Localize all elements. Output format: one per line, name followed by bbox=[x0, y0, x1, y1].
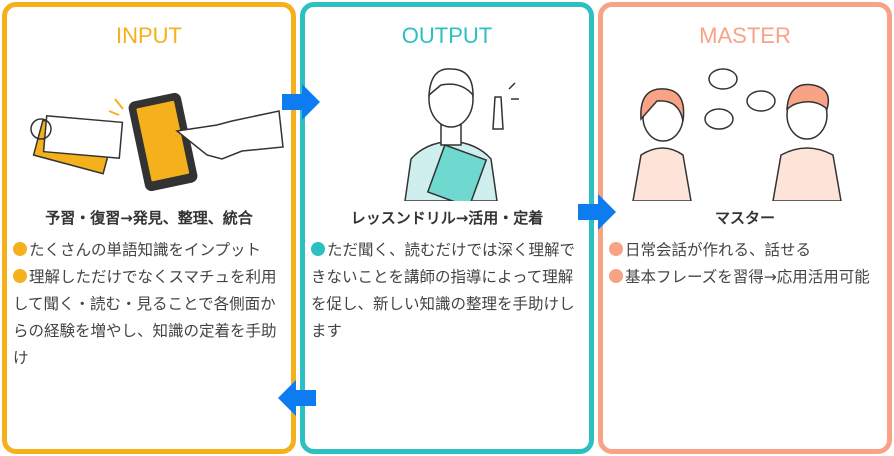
item-text: ただ聞く、読むだけでは深く理解できないことを講師の指導によって理解を促し、新しい… bbox=[311, 241, 576, 340]
bullet-icon bbox=[609, 269, 623, 283]
panel-title: OUTPUT bbox=[401, 23, 493, 48]
arrow-right-icon bbox=[578, 194, 616, 230]
input-panel: INPUT 予習・復習→発見、整理、統合 たくさんの単語知識をインプット 理解し… bbox=[2, 2, 296, 454]
conversation-illustration bbox=[613, 59, 877, 202]
item-text: 理解しただけでなくスマチュを利用して聞く・読む・見ることで各側面からの経験を増や… bbox=[13, 268, 277, 367]
flashcards-smartphone-illustration bbox=[17, 59, 284, 201]
bullet-icon bbox=[609, 242, 623, 256]
panel-subtitle: 予習・復習→発見、整理、統合 bbox=[45, 209, 253, 227]
list-item: たくさんの単語知識をインプット bbox=[13, 237, 283, 264]
list-item: ただ聞く、読むだけでは深く理解できないことを講師の指導によって理解を促し、新しい… bbox=[311, 237, 581, 345]
bullet-icon bbox=[13, 242, 27, 256]
bullet-icon bbox=[13, 269, 27, 283]
item-text: 日常会話が作れる、話せる bbox=[625, 241, 812, 259]
list-item: 基本フレーズを習得→応用活用可能 bbox=[609, 264, 879, 291]
bullet-icon bbox=[311, 242, 325, 256]
panel-title: INPUT bbox=[116, 23, 182, 48]
list-item: 日常会話が作れる、話せる bbox=[609, 237, 879, 264]
output-panel: OUTPUT レッスンドリル→活用・定着 ただ聞く、読むだけでは深く理解できない… bbox=[300, 2, 594, 454]
item-text: 基本フレーズを習得→応用活用可能 bbox=[625, 268, 870, 286]
panel-title: MASTER bbox=[699, 23, 791, 48]
arrow-left-icon bbox=[278, 380, 316, 416]
teacher-illustration bbox=[315, 59, 579, 208]
panel-subtitle: レッスンドリル→活用・定着 bbox=[350, 209, 544, 227]
arrow-right-icon bbox=[282, 84, 320, 120]
list-item: 理解しただけでなくスマチュを利用して聞く・読む・見ることで各側面からの経験を増や… bbox=[13, 264, 283, 372]
master-panel: MASTER マスター 日常会話が作れる、話せる 基本フレーズを習得→応用活用可… bbox=[598, 2, 892, 454]
panel-subtitle: マスター bbox=[714, 209, 775, 227]
item-text: たくさんの単語知識をインプット bbox=[29, 241, 262, 259]
